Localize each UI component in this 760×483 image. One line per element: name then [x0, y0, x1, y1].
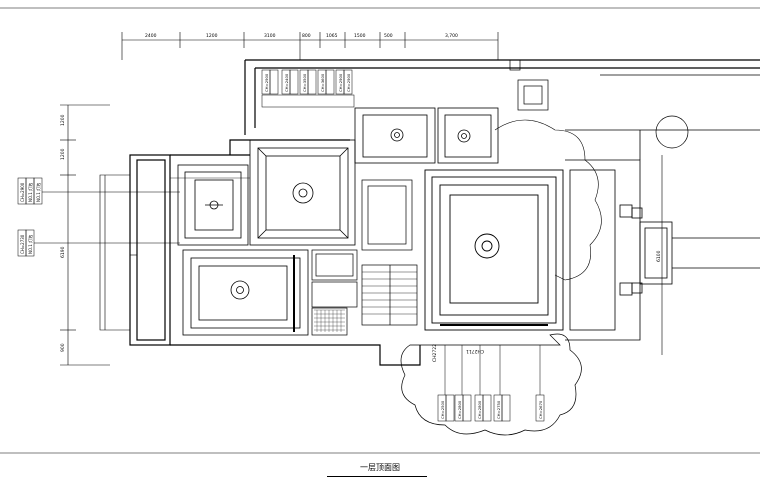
svg-text:NO.1 灯泡: NO.1 灯泡	[27, 183, 33, 202]
dim-label: 1500	[354, 33, 366, 39]
svg-text:CH=2750: CH=2750	[496, 400, 501, 419]
dim-label: 500	[384, 33, 393, 39]
dim-label: 2400	[145, 33, 157, 39]
room-d-ceiling	[354, 107, 436, 164]
svg-text:CH=3500: CH=3500	[302, 73, 307, 92]
dim-label: 900	[60, 343, 66, 352]
dim-label: 1200	[206, 33, 218, 39]
left-bay-window	[99, 174, 137, 331]
svg-text:CH=2900: CH=2900	[20, 182, 25, 202]
svg-text:6100: 6100	[656, 250, 662, 262]
svg-text:CH=2900: CH=2900	[346, 73, 351, 92]
ceiling-tags-top: CH=2900 CH=2400 CH=3500 CH=3600 CH=2900 …	[261, 69, 355, 108]
right-room	[565, 129, 760, 341]
dim-label: 1065	[326, 33, 338, 39]
title-underline	[327, 476, 427, 477]
dim-label: 3,700	[445, 33, 458, 39]
svg-text:NO.1 灯泡: NO.1 灯泡	[35, 183, 41, 202]
svg-text:CH=3600: CH=3600	[320, 73, 325, 92]
dim-label: 1200	[60, 148, 66, 160]
svg-text:NO.1 灯泡: NO.1 灯泡	[27, 235, 33, 254]
svg-text:CH2711: CH2711	[466, 348, 484, 354]
ceiling-tag-left-1: CH=2900 NO.1 灯泡 NO.1 灯泡	[17, 177, 180, 205]
svg-text:CH=2500: CH=2500	[440, 400, 445, 419]
svg-text:CH=2800: CH=2800	[477, 400, 482, 419]
stair-hall	[361, 179, 418, 326]
tree-canopy-outline-2	[494, 119, 602, 281]
top-dimension-labels: 2400 1200 3100 800 1065 1500 500 3,700	[145, 33, 458, 39]
dim-label: 3100	[264, 33, 276, 39]
ceiling-tag-left-2: CH=2730 NO.1 灯泡	[17, 229, 180, 257]
room-b-ceiling	[249, 139, 356, 246]
dim-label: 1200	[60, 114, 66, 126]
svg-text:CH2722: CH2722	[432, 344, 438, 362]
drawing-title: 一层顶面图	[360, 463, 400, 472]
room-notes: CH2722 CH2711	[432, 344, 484, 362]
svg-text:CH=2400: CH=2400	[284, 73, 289, 92]
room-c-ceiling	[182, 249, 309, 336]
ceiling-tags-bottom: CH=2500 CH=2800 CH=2800 CH=2750 CH=2670	[437, 345, 545, 422]
dim-label: 800	[302, 33, 311, 39]
svg-text:CH=2900: CH=2900	[338, 73, 343, 92]
svg-text:CH=2800: CH=2800	[457, 400, 462, 419]
dim-label: 6190	[60, 246, 66, 258]
room-e-ceiling	[437, 107, 499, 164]
top-dimension-chain	[121, 32, 499, 60]
svg-text:CH=2730: CH=2730	[20, 234, 25, 254]
svg-text:CH=2670: CH=2670	[538, 400, 543, 419]
room-f-ceiling	[424, 169, 564, 331]
tree-canopy-outline	[400, 333, 582, 436]
courtyard	[509, 59, 760, 149]
room-a-ceiling	[177, 164, 249, 246]
utility-rooms	[311, 249, 358, 336]
building-outline	[129, 59, 760, 366]
svg-text:CH=2900: CH=2900	[264, 73, 269, 92]
right-dimension: 6100	[656, 155, 663, 355]
left-dimension-labels: 1200 1200 6190 900	[60, 114, 66, 352]
left-dimension-chain	[60, 104, 110, 366]
